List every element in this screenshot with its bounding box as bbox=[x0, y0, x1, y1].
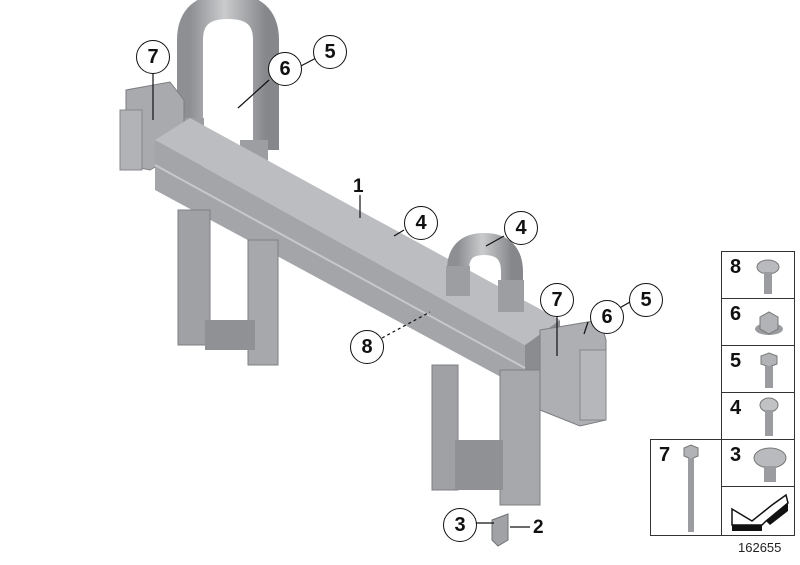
legend-item-8[interactable]: 8 bbox=[721, 251, 795, 299]
right-bracket bbox=[539, 319, 607, 427]
flange-nut-icon bbox=[755, 311, 783, 335]
callout-8[interactable]: 8 bbox=[350, 330, 384, 364]
button-head-screw-icon bbox=[756, 259, 780, 294]
clip-part bbox=[491, 513, 509, 547]
right-u-tube bbox=[446, 232, 524, 312]
legend-item-5[interactable]: 5 bbox=[721, 345, 795, 393]
callout-6[interactable]: 6 bbox=[268, 52, 302, 86]
callout-3[interactable]: 3 bbox=[443, 508, 477, 542]
pan-head-screw-icon bbox=[753, 447, 787, 482]
label-2[interactable]: 2 bbox=[533, 517, 544, 538]
direction-arrow-cell bbox=[721, 486, 795, 536]
label-1[interactable]: 1 bbox=[353, 176, 364, 197]
button-head-screw-icon bbox=[759, 397, 779, 436]
direction-arrow-icon bbox=[731, 493, 789, 531]
document-number: 162655 bbox=[738, 540, 782, 555]
left-lower-frame bbox=[177, 209, 279, 366]
callout-4[interactable]: 4 bbox=[504, 211, 538, 245]
legend-item-3[interactable]: 3 bbox=[721, 439, 795, 487]
callout-7[interactable]: 7 bbox=[540, 283, 574, 317]
callout-4[interactable]: 4 bbox=[404, 206, 438, 240]
legend-item-4[interactable]: 4 bbox=[721, 392, 795, 440]
legend-item-6[interactable]: 6 bbox=[721, 298, 795, 346]
callout-7[interactable]: 7 bbox=[136, 40, 170, 74]
callout-6[interactable]: 6 bbox=[590, 300, 624, 334]
hex-flange-bolt-icon bbox=[760, 352, 778, 388]
callout-5[interactable]: 5 bbox=[313, 35, 347, 69]
callout-5[interactable]: 5 bbox=[629, 283, 663, 317]
legend-item-7[interactable]: 7 bbox=[650, 439, 722, 536]
right-lower-frame bbox=[431, 364, 541, 506]
long-hex-bolt-icon bbox=[683, 444, 699, 532]
